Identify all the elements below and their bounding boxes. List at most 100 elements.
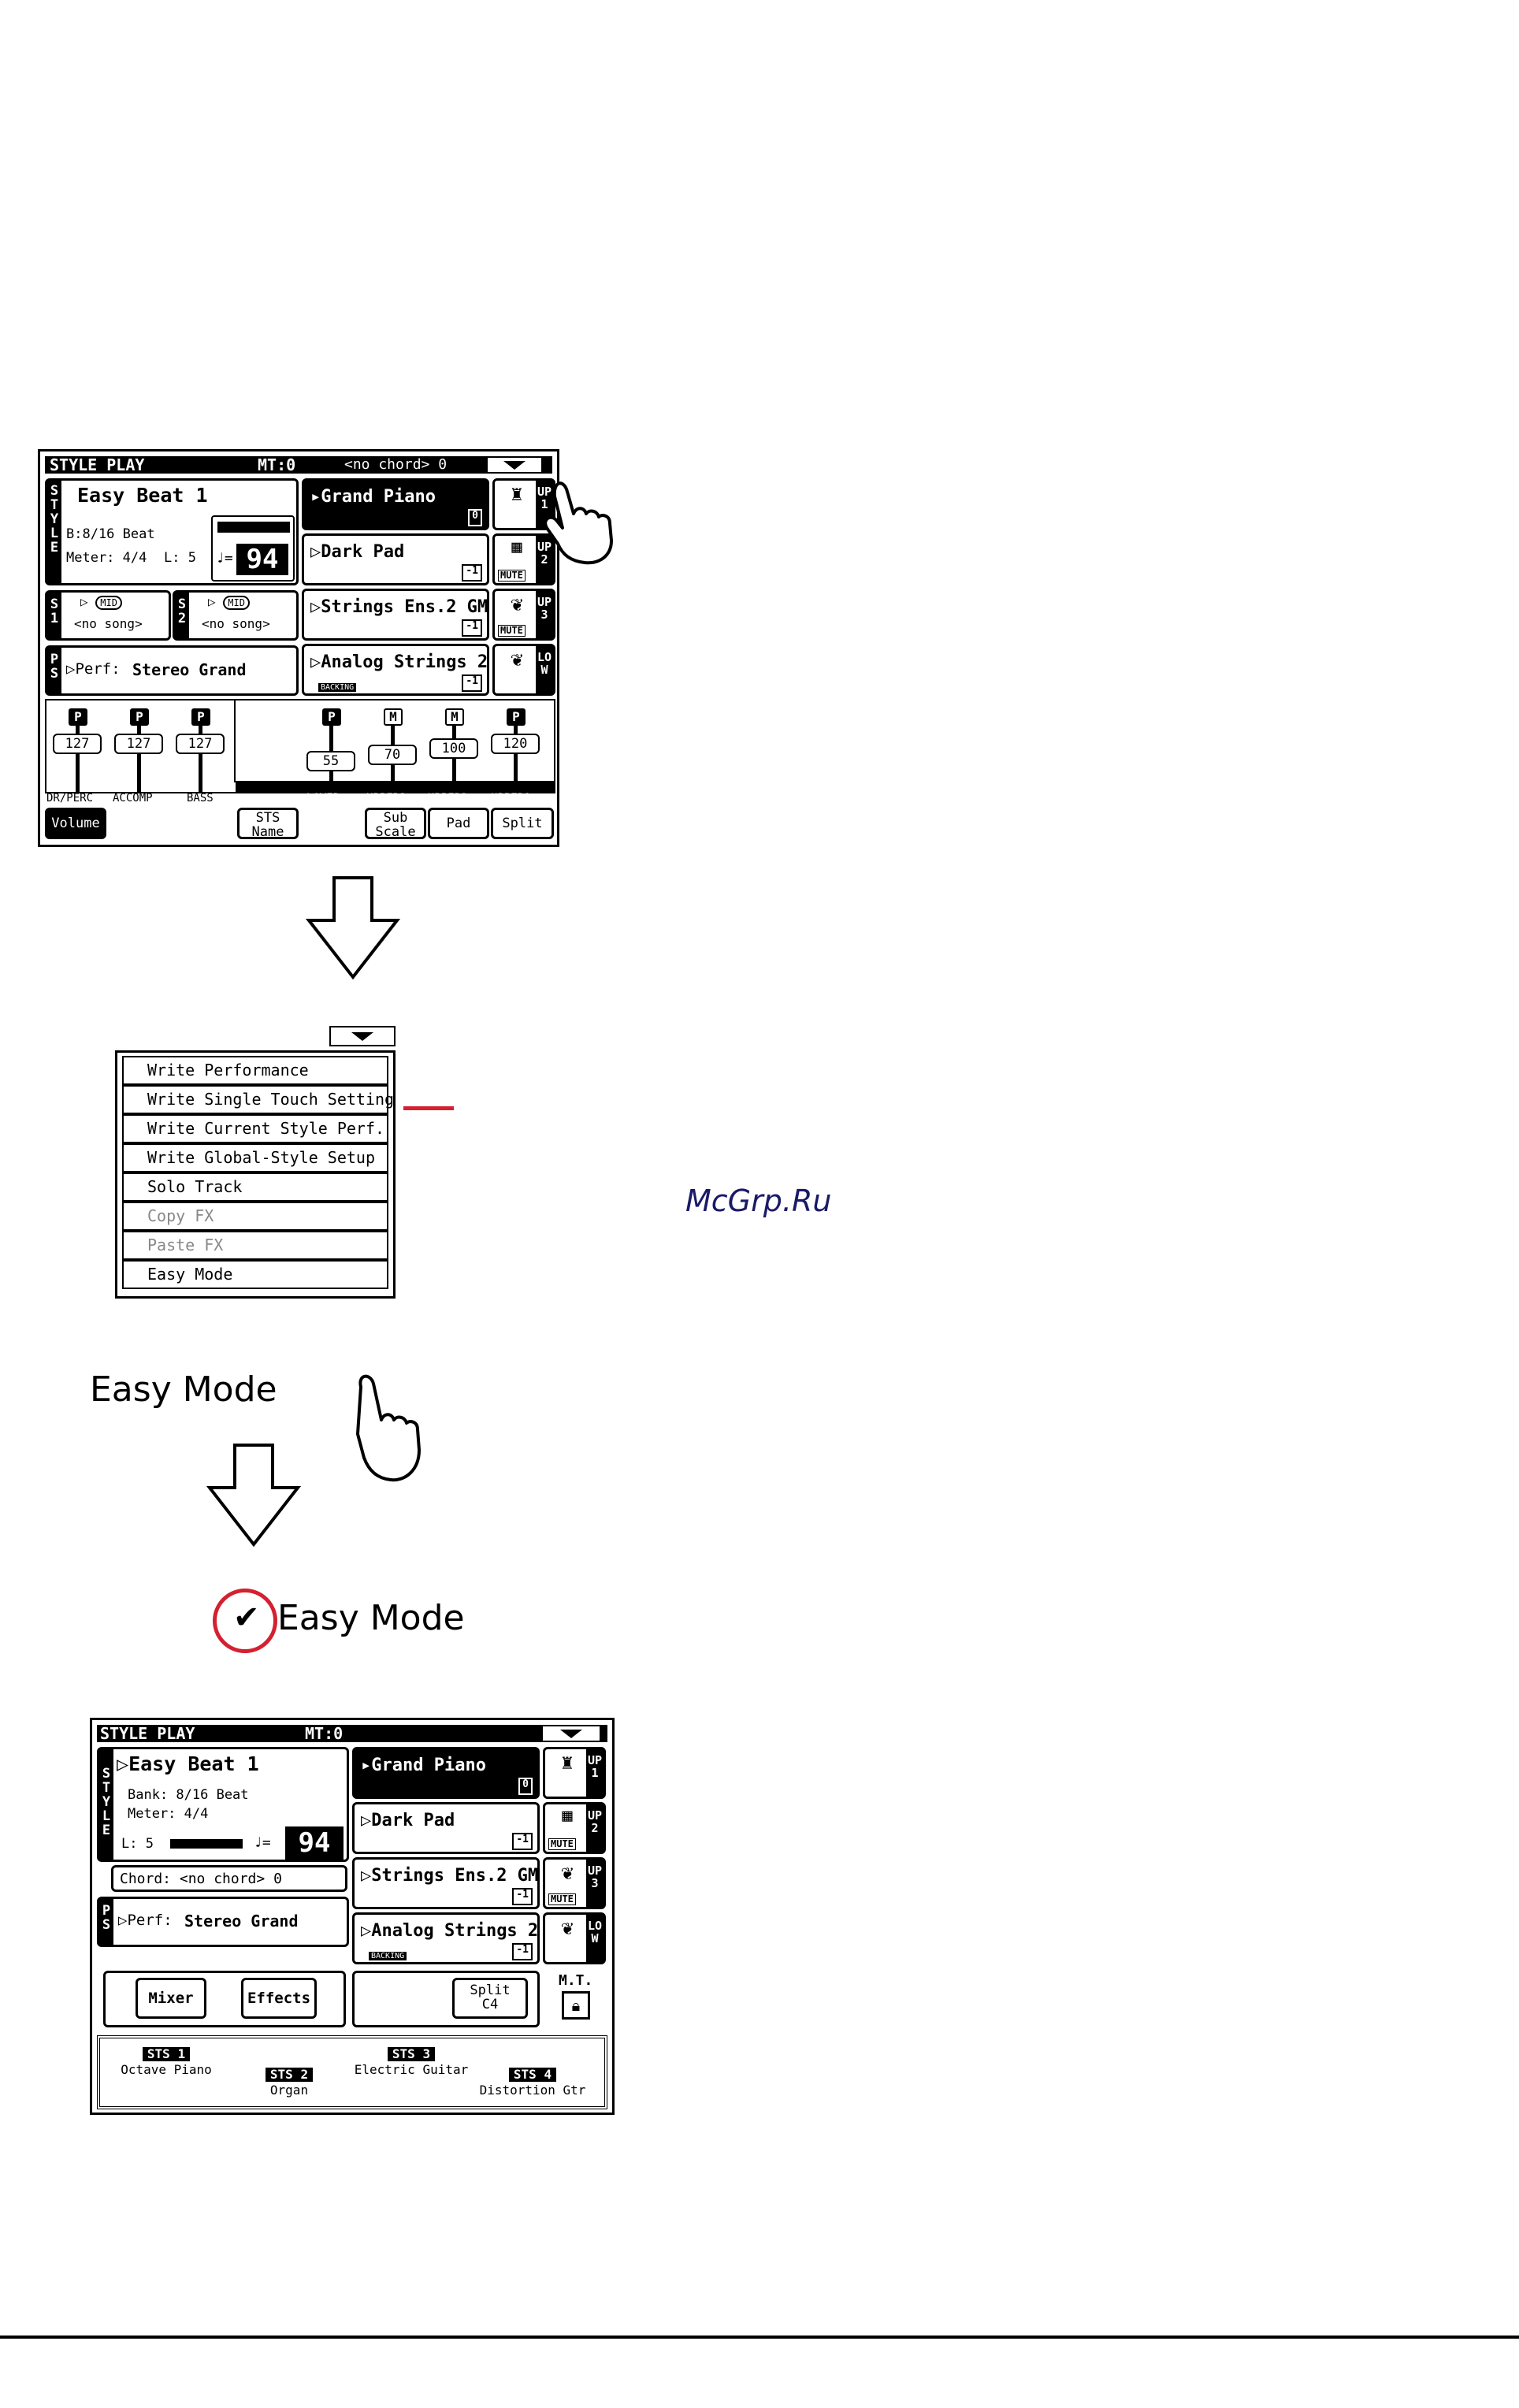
master-transpose: MT:0 xyxy=(258,455,296,474)
fader-stem xyxy=(199,726,202,792)
upper3-sound-icon[interactable]: ❦ MUTE UP3 xyxy=(543,1857,606,1909)
fader-label-upper3: UPPER3 xyxy=(366,792,407,805)
menu-item-write-performance[interactable]: Write Performance xyxy=(122,1056,388,1085)
song-name: <no song> xyxy=(202,616,270,631)
track-lower[interactable]: ▷Analog Strings 2 BACKING -1 xyxy=(302,644,489,696)
fader-stem xyxy=(137,726,141,792)
performance-panel[interactable]: PS ▷Perf: Stereo Grand xyxy=(97,1897,349,1947)
upper1-sound-icon[interactable]: ♜ UP1 xyxy=(492,478,555,530)
page-menu-button[interactable] xyxy=(329,1026,396,1046)
screen-header: STYLE PLAY MT:0 xyxy=(97,1725,607,1742)
tempo-box[interactable]: ♩= 94 xyxy=(211,515,295,582)
page-title: STYLE PLAY xyxy=(100,1724,195,1743)
tempo-value[interactable]: 94 xyxy=(285,1826,344,1860)
beat-indicator xyxy=(170,1839,243,1849)
track-tab: LOW xyxy=(536,646,553,693)
track-upper2[interactable]: ▷Dark Pad -1 xyxy=(352,1802,540,1854)
track-tab: UP1 xyxy=(586,1749,604,1797)
violin-icon: ❦ xyxy=(511,648,523,671)
menu-item-write-single-touch-setting[interactable]: Write Single Touch Setting xyxy=(122,1085,394,1114)
page-menu-button[interactable] xyxy=(541,1725,601,1742)
button-line-1: Split xyxy=(470,1983,511,1998)
sub-scale-button[interactable]: Sub Scale xyxy=(365,808,426,839)
split-panel: Split C4 xyxy=(352,1971,540,2027)
play-mode-badge: P xyxy=(130,708,149,726)
menu-item-write-global-style-setup[interactable]: Write Global-Style Setup xyxy=(122,1143,388,1172)
fader-upper3[interactable]: M 70 xyxy=(365,708,420,795)
fader-upper2[interactable]: M 100 xyxy=(426,708,481,795)
sts-tag: STS 1 xyxy=(142,2047,191,2061)
split-button[interactable]: Split xyxy=(491,808,554,839)
song-player-1[interactable]: S1 ▷ MID <no song> xyxy=(45,590,171,641)
track-upper1[interactable]: ▸Grand Piano 0 xyxy=(302,478,489,530)
menu-item-easy-mode[interactable]: Easy Mode xyxy=(122,1260,388,1289)
fader-upper1[interactable]: P 120 xyxy=(488,708,543,795)
lock-icon[interactable]: 🔒︎ xyxy=(562,1991,590,2020)
menu-item-write-current-style-perf[interactable]: Write Current Style Perf. xyxy=(122,1114,388,1143)
track-upper3[interactable]: ▷Strings Ens.2 GM -1 xyxy=(302,589,489,641)
effects-button[interactable]: Effects xyxy=(241,1978,317,2019)
upper2-sound-icon[interactable]: ▦ MUTE UP2 xyxy=(543,1802,606,1854)
violin-icon: ❦ xyxy=(561,1916,574,1940)
track-lower[interactable]: ▷Analog Strings 2 BACKING -1 xyxy=(352,1912,540,1964)
sts-sound-name: Electric Guitar xyxy=(354,2062,469,2077)
fader-label-upper2: UPPER2 xyxy=(428,792,468,805)
fader-label-upper1: UPPER1 xyxy=(491,792,531,805)
style-length: L: 5 xyxy=(121,1836,154,1852)
fader-value: 55 xyxy=(306,751,355,771)
hand-pointer-icon xyxy=(544,481,613,565)
track-upper3[interactable]: ▷Strings Ens.2 GM -1 xyxy=(352,1857,540,1909)
lower-sound-icon[interactable]: ❦ LOW xyxy=(492,644,555,696)
fader-value: 127 xyxy=(114,734,163,754)
mixer-button[interactable]: Mixer xyxy=(136,1978,206,2019)
track-upper2[interactable]: ▷Dark Pad -1 xyxy=(302,533,489,585)
sts-4[interactable]: STS 4 Distortion Gtr xyxy=(466,2067,600,2101)
upper1-sound-icon[interactable]: ♜ UP1 xyxy=(543,1747,606,1799)
lower-sound-icon[interactable]: ❦ LOW xyxy=(543,1912,606,1964)
sts-name-button[interactable]: STS Name xyxy=(237,808,299,839)
style-meter: Meter: 4/4 xyxy=(66,550,147,566)
split-point-button[interactable]: Split C4 xyxy=(452,1978,528,2019)
sts-tag: STS 4 xyxy=(508,2068,557,2082)
fader-accomp[interactable]: P 127 xyxy=(111,708,166,795)
fader-lower[interactable]: P 55 xyxy=(303,708,358,795)
track-tab: UP3 xyxy=(536,591,553,638)
sts-tag: STS 2 xyxy=(265,2068,314,2082)
fader-bass[interactable]: P 127 xyxy=(173,708,228,795)
page-menu-button[interactable] xyxy=(486,456,543,474)
play-mode-badge: P xyxy=(322,708,341,726)
easy-mode-label: Easy Mode xyxy=(90,1369,277,1410)
sts-sound-name: Octave Piano xyxy=(121,2062,212,2077)
fader-label-bass: BASS xyxy=(187,792,214,805)
fader-dr-perc[interactable]: P 127 xyxy=(50,708,105,795)
sts-3[interactable]: STS 3 Electric Guitar xyxy=(344,2046,478,2081)
track-name: ▷Dark Pad xyxy=(310,542,405,562)
mid-badge: ▷ MID xyxy=(80,594,122,610)
track-upper1[interactable]: ▸Grand Piano 0 xyxy=(352,1747,540,1799)
volume-button[interactable]: Volume xyxy=(45,808,106,839)
track-label-bar xyxy=(236,781,555,793)
chord-display: Chord: <no chord> 0 xyxy=(111,1865,347,1892)
song-player-2[interactable]: S2 ▷ MID <no song> xyxy=(173,590,299,641)
upper2-sound-icon[interactable]: ▦ MUTE UP2 xyxy=(492,533,555,585)
upper3-sound-icon[interactable]: ❦ MUTE UP3 xyxy=(492,589,555,641)
octave-badge: -1 xyxy=(462,564,482,582)
easy-mode-checked-label[interactable]: Easy Mode xyxy=(277,1598,465,1638)
octave-badge: -1 xyxy=(512,1833,533,1850)
menu-item-solo-track[interactable]: Solo Track xyxy=(122,1172,388,1202)
style-panel[interactable]: STYLE ▷Easy Beat 1 Bank: 8/16 Beat Meter… xyxy=(97,1747,349,1862)
perf-label: ▷Perf: xyxy=(118,1912,173,1929)
performance-panel[interactable]: PS ▷Perf: Stereo Grand xyxy=(45,645,299,696)
piano-icon: ♜ xyxy=(561,1751,574,1774)
octave-badge: 0 xyxy=(518,1778,533,1795)
fader-stem xyxy=(452,726,456,792)
sts-1[interactable]: STS 1 Octave Piano xyxy=(111,2046,221,2081)
fader-label-accomp: ACCOMP xyxy=(113,792,153,805)
pad-button[interactable]: Pad xyxy=(428,808,489,839)
sts-2[interactable]: STS 2 Organ xyxy=(234,2067,344,2101)
mute-label: MUTE xyxy=(498,625,526,637)
callout-line xyxy=(403,1106,454,1110)
button-line-1: Sub xyxy=(383,810,408,826)
keyboard-icon: ▦ xyxy=(562,1806,573,1826)
style-panel[interactable]: STYLE Easy Beat 1 B:8/16 Beat Meter: 4/4… xyxy=(45,478,299,585)
